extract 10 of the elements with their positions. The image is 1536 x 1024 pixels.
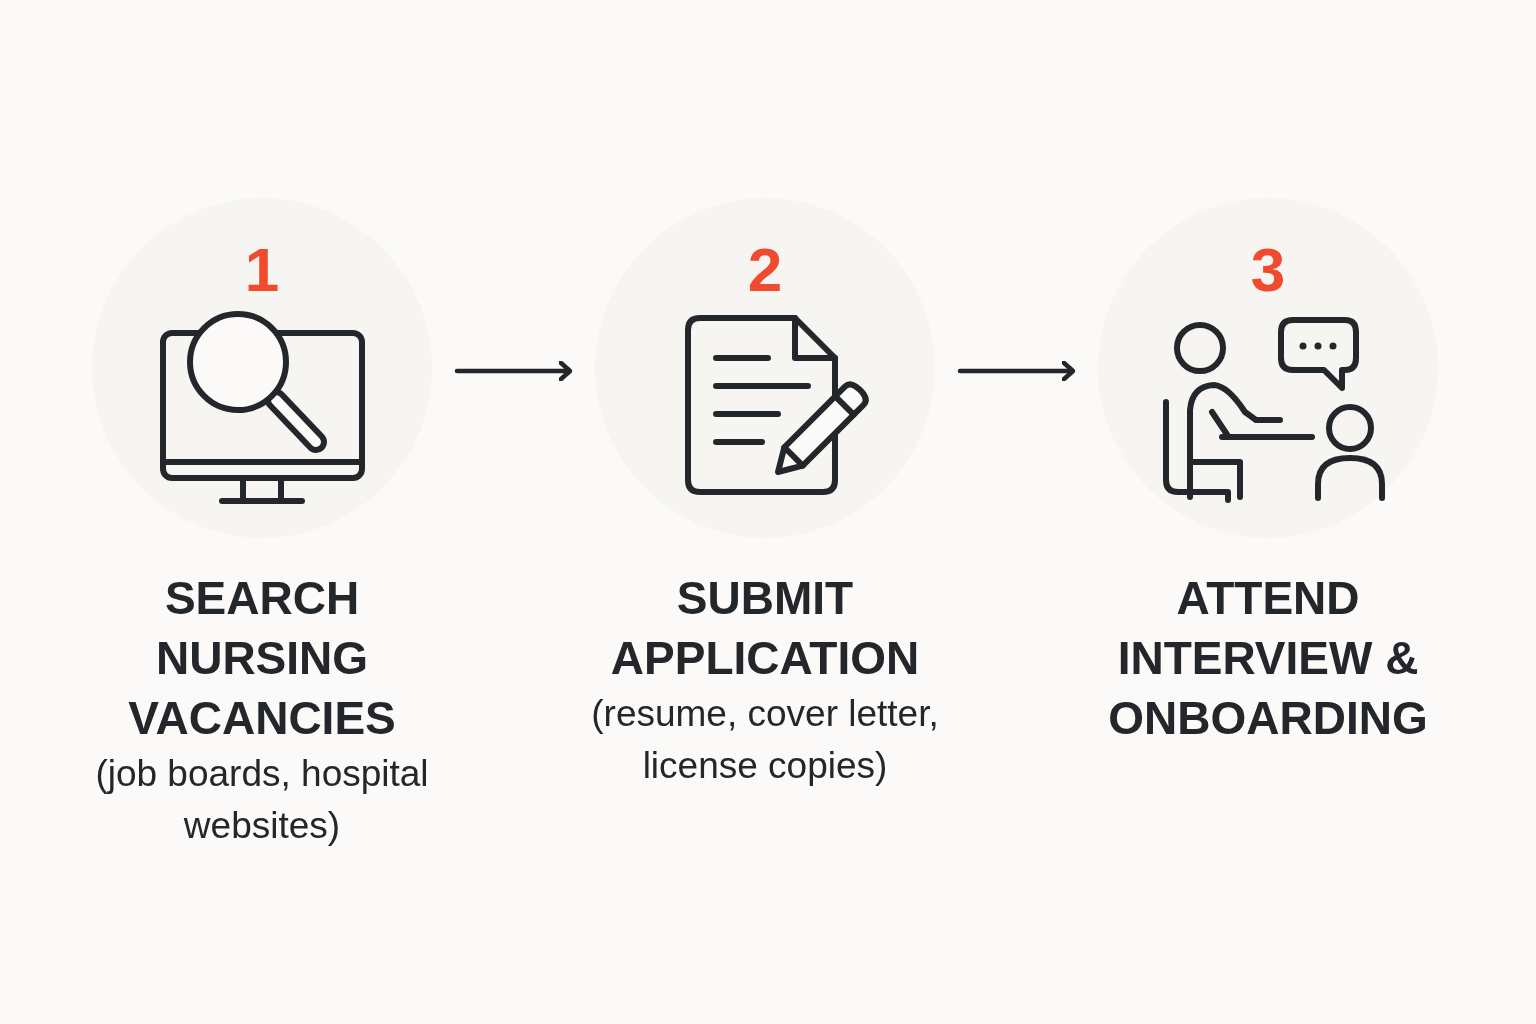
step-description: (job boards, hospital websites) bbox=[94, 752, 430, 848]
step-description: (resume, cover letter, license copies) bbox=[590, 692, 940, 788]
step-number: 3 bbox=[1249, 236, 1287, 304]
step-number: 2 bbox=[746, 236, 784, 304]
step-title: SUBMIT APPLICATION bbox=[609, 571, 921, 686]
step-number: 1 bbox=[243, 236, 281, 304]
arrow bbox=[454, 359, 573, 383]
step-title: SEARCH NURSING VACANCIES bbox=[127, 571, 397, 746]
step-title: ATTEND INTERVIEW & ONBOARDING bbox=[1107, 571, 1429, 746]
arrow bbox=[957, 359, 1076, 383]
